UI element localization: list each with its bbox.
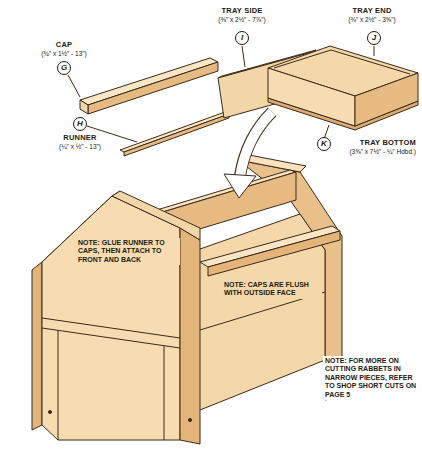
callout-circle: I: [235, 31, 249, 45]
callout-letter: I: [241, 34, 243, 42]
dimension: (¾" x 1½" - 13"): [41, 50, 87, 57]
part-name: TRAY SIDE: [222, 6, 263, 15]
note-text: NOTE: GLUE RUNNER TO CAPS, THEN ATTACH T…: [76, 238, 180, 265]
callout-circle: J: [367, 31, 381, 45]
front-rail-face: [208, 231, 340, 276]
tray-end: [355, 73, 418, 126]
panel-rail-line: [42, 318, 180, 338]
part-name: TRAY END: [352, 6, 391, 15]
cap-face: [88, 62, 218, 114]
near-panel-left-edge: [32, 262, 42, 430]
assembly-arrow-head: [224, 174, 256, 198]
assembly-arrow: [240, 112, 272, 177]
panel-rail-line: [42, 328, 180, 348]
screw-hole: [189, 419, 192, 422]
cap-top: [80, 58, 218, 105]
assembly-arrow: [240, 112, 272, 176]
dimension: (¼" x ½" - 13"): [59, 143, 101, 150]
callout-circle: K: [317, 137, 331, 151]
near-panel-post: [180, 228, 200, 444]
callout-letter: K: [321, 140, 327, 148]
runner-top: [120, 112, 229, 152]
part-name: RUNNER: [63, 133, 96, 142]
callout-letter: G: [61, 64, 67, 72]
dimension: (3⅝" x 7½" - ¼" Hdbd.): [349, 148, 416, 155]
near-panel-post-top: [112, 191, 200, 240]
leader-line: [242, 46, 245, 67]
leader-line: [68, 75, 80, 97]
front-rail-top: [200, 226, 340, 267]
note-text: NOTE: CAPS ARE FLUSH WITH OUTSIDE FACE: [222, 280, 322, 299]
note-text: NOTE: FOR MORE ON CUTTING RABBETS IN NAR…: [323, 356, 419, 400]
callout-circle: H: [73, 117, 87, 131]
panel-stile-line: [58, 330, 59, 440]
panel-stile-line: [164, 346, 165, 440]
part-name: TRAY BOTTOM: [360, 138, 416, 147]
runner-face: [124, 114, 229, 156]
tray-front-side: [268, 68, 355, 126]
dimension: (⅜" x 2½" - 3⅝"): [348, 16, 395, 23]
screw-hole: [49, 411, 52, 414]
part-name: CAP: [56, 40, 72, 49]
dimension: (⅜" x 2½" - 7⅞"): [218, 16, 265, 23]
cap-end: [80, 100, 88, 114]
tray-rim: [274, 50, 410, 74]
callout-circle: G: [57, 61, 71, 75]
near-panel-face: [42, 196, 180, 440]
leader-line: [374, 46, 375, 56]
callout-letter: J: [372, 34, 376, 42]
callout-letter: H: [77, 120, 83, 128]
